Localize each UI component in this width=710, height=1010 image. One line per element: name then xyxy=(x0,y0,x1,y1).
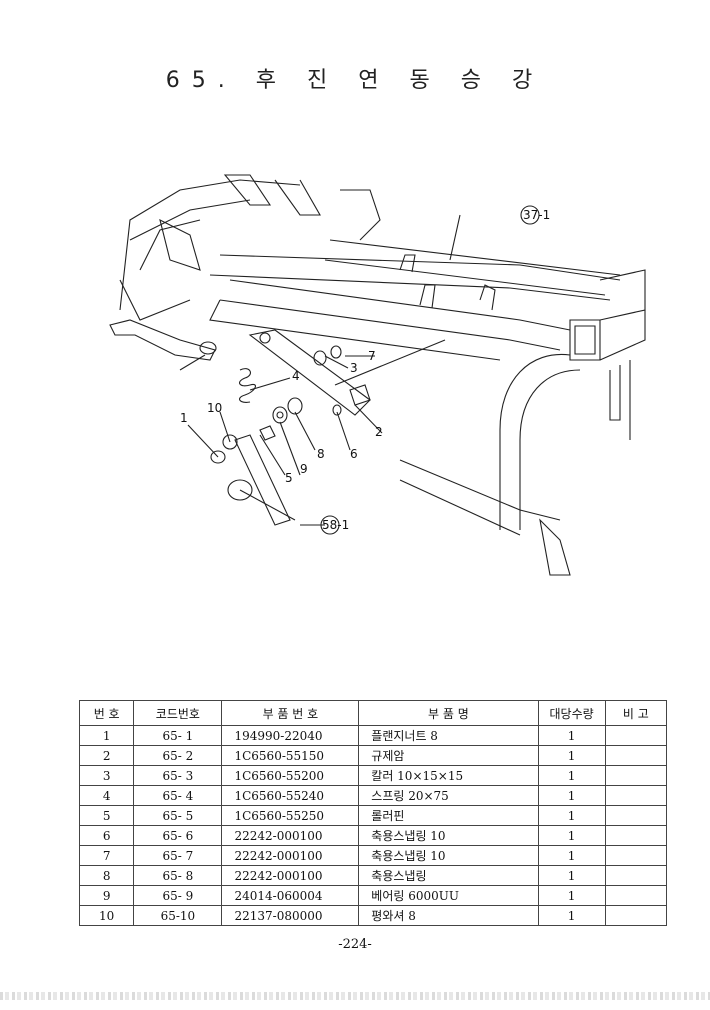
cell-remarks xyxy=(604,785,668,806)
cell-part-no: 22137-080000 xyxy=(221,905,360,926)
cell-remarks xyxy=(604,885,668,906)
cell-name: 베어링 6000UU xyxy=(358,885,539,906)
header-name: 부 품 명 xyxy=(358,700,539,726)
callout-3: 3 xyxy=(350,361,358,375)
header-no: 번 호 xyxy=(78,700,135,726)
cell-no: 6 xyxy=(78,825,135,846)
cell-remarks xyxy=(604,825,668,846)
header-qty: 대당수량 xyxy=(537,700,606,726)
cell-no: 2 xyxy=(78,745,135,766)
cell-code: 65- 7 xyxy=(133,845,223,866)
cell-remarks xyxy=(604,765,668,786)
cell-qty: 1 xyxy=(537,885,606,906)
cell-part-no: 22242-000100 xyxy=(221,865,360,886)
callout-37-1: 37-1 xyxy=(523,208,550,222)
cell-no: 1 xyxy=(78,725,135,746)
exploded-parts-diagram: 1 2 3 4 5 6 7 8 9 10 37-1 58-1 xyxy=(100,160,660,600)
cell-qty: 1 xyxy=(537,865,606,886)
cell-name: 평와셔 8 xyxy=(358,905,539,926)
cell-remarks xyxy=(604,745,668,766)
cell-no: 4 xyxy=(78,785,135,806)
cell-name: 플랜지너트 8 xyxy=(358,725,539,746)
cell-part-no: 1C6560-55240 xyxy=(221,785,360,806)
cell-part-no: 1C6560-55250 xyxy=(221,805,360,826)
cell-code: 65-10 xyxy=(133,905,223,926)
cell-qty: 1 xyxy=(537,765,606,786)
cell-remarks xyxy=(604,865,668,886)
cell-code: 65- 1 xyxy=(133,725,223,746)
callout-7: 7 xyxy=(368,349,376,363)
callout-4: 4 xyxy=(292,369,300,383)
cell-name: 칼러 10×15×15 xyxy=(358,765,539,786)
callout-58-1: 58-1 xyxy=(322,518,349,532)
page-title: 65. 후 진 연 동 승 강 xyxy=(165,68,545,93)
callout-9: 9 xyxy=(300,462,308,476)
cell-qty: 1 xyxy=(537,905,606,926)
header-code: 코드번호 xyxy=(133,700,223,726)
cell-qty: 1 xyxy=(537,805,606,826)
cell-remarks xyxy=(604,805,668,826)
callout-5: 5 xyxy=(285,471,293,485)
cell-no: 8 xyxy=(78,865,135,886)
cell-code: 65- 3 xyxy=(133,765,223,786)
cell-remarks xyxy=(604,845,668,866)
cell-code: 65- 4 xyxy=(133,785,223,806)
cell-no: 7 xyxy=(78,845,135,866)
cell-no: 3 xyxy=(78,765,135,786)
cell-part-no: 1C6560-55150 xyxy=(221,745,360,766)
cell-code: 65- 5 xyxy=(133,805,223,826)
cell-remarks xyxy=(604,905,668,926)
cell-name: 축용스냅링 10 xyxy=(358,825,539,846)
cell-qty: 1 xyxy=(537,725,606,746)
cell-code: 65- 6 xyxy=(133,825,223,846)
scan-edge-artifact xyxy=(0,992,710,1000)
cell-no: 5 xyxy=(78,805,135,826)
cell-part-no: 194990-22040 xyxy=(221,725,360,746)
cell-name: 롤러핀 xyxy=(358,805,539,826)
cell-name: 스프링 20×75 xyxy=(358,785,539,806)
header-remarks: 비 고 xyxy=(604,700,668,726)
parts-table-header: 번 호 코드번호 부 품 번 호 부 품 명 대당수량 비 고 xyxy=(78,700,668,726)
cell-part-no: 22242-000100 xyxy=(221,825,360,846)
cell-no: 10 xyxy=(78,905,135,926)
cell-no: 9 xyxy=(78,885,135,906)
cell-qty: 1 xyxy=(537,825,606,846)
cell-qty: 1 xyxy=(537,745,606,766)
cell-code: 65- 9 xyxy=(133,885,223,906)
cell-name: 축용스냅링 10 xyxy=(358,845,539,866)
callout-6: 6 xyxy=(350,447,358,461)
callout-10: 10 xyxy=(207,401,222,415)
callout-8: 8 xyxy=(317,447,325,461)
diagram-drawing: 1 2 3 4 5 6 7 8 9 10 37-1 58-1 xyxy=(109,174,646,576)
cell-qty: 1 xyxy=(537,785,606,806)
cell-code: 65- 2 xyxy=(133,745,223,766)
callout-2: 2 xyxy=(375,425,383,439)
page-number: -224- xyxy=(338,937,372,952)
cell-qty: 1 xyxy=(537,845,606,866)
cell-part-no: 22242-000100 xyxy=(221,845,360,866)
cell-name: 규제암 xyxy=(358,745,539,766)
cell-part-no: 24014-060004 xyxy=(221,885,360,906)
cell-part-no: 1C6560-55200 xyxy=(221,765,360,786)
cell-name: 축용스냅링 xyxy=(358,865,539,886)
cell-remarks xyxy=(604,725,668,746)
cell-code: 65- 8 xyxy=(133,865,223,886)
header-part-no: 부 품 번 호 xyxy=(221,700,360,726)
callout-1: 1 xyxy=(180,411,188,425)
